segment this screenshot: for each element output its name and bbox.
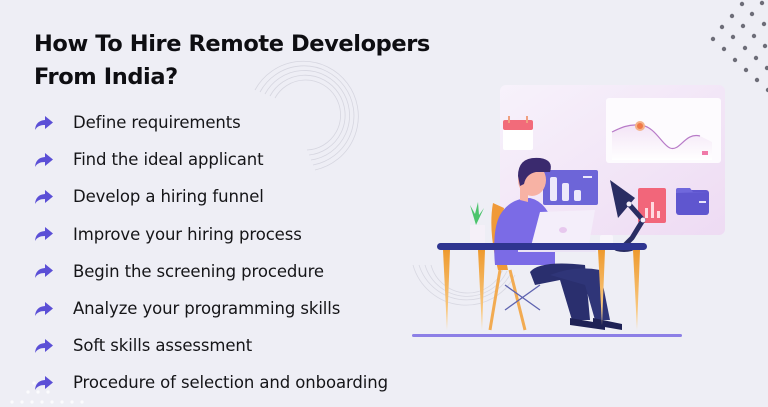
share-arrow-icon [34,263,54,279]
list-item: Develop a hiring funnel [34,178,388,215]
dot-pattern-decoration-faint [10,381,84,404]
list-item: Find the ideal applicant [34,141,388,178]
page-title: How To Hire Remote Developers From India… [34,28,454,94]
title-line-1: How To Hire Remote Developers [34,31,430,57]
share-arrow-icon [34,152,54,168]
share-arrow-icon [34,301,54,317]
desk [437,243,647,330]
share-arrow-icon [34,375,54,391]
list-item: Define requirements [34,104,388,141]
laptop-icon [518,210,596,252]
calendar-icon [503,116,533,150]
step-label: Improve your hiring process [73,224,302,244]
plant-icon [470,202,485,243]
step-label: Procedure of selection and onboarding [73,373,389,393]
step-label: Analyze your programming skills [73,299,341,319]
step-label: Soft skills assessment [73,336,253,356]
list-item: Analyze your programming skills [34,290,388,327]
dot-pattern-decoration [710,0,768,93]
list-item: Soft skills assessment [34,327,388,364]
report-document-icon [638,188,666,223]
step-label: Define requirements [73,113,241,133]
step-label: Develop a hiring funnel [73,187,264,207]
list-item: Procedure of selection and onboarding [34,364,388,401]
share-arrow-icon [34,115,54,131]
list-item: Begin the screening procedure [34,253,388,290]
folder-icon [676,188,709,215]
step-label: Begin the screening procedure [73,261,324,281]
share-arrow-icon [34,226,54,242]
line-chart-card [606,98,721,163]
developer-at-desk-illustration [412,85,725,337]
share-arrow-icon [34,338,54,354]
bar-chart-card [543,170,598,205]
title-line-2: From India? [34,64,178,90]
share-arrow-icon [34,189,54,205]
arc-lines-decoration [254,60,359,171]
step-label: Find the ideal applicant [73,150,264,170]
hiring-steps-list: Define requirements Find the ideal appli… [34,104,388,402]
floor-line [412,334,682,337]
list-item: Improve your hiring process [34,216,388,253]
